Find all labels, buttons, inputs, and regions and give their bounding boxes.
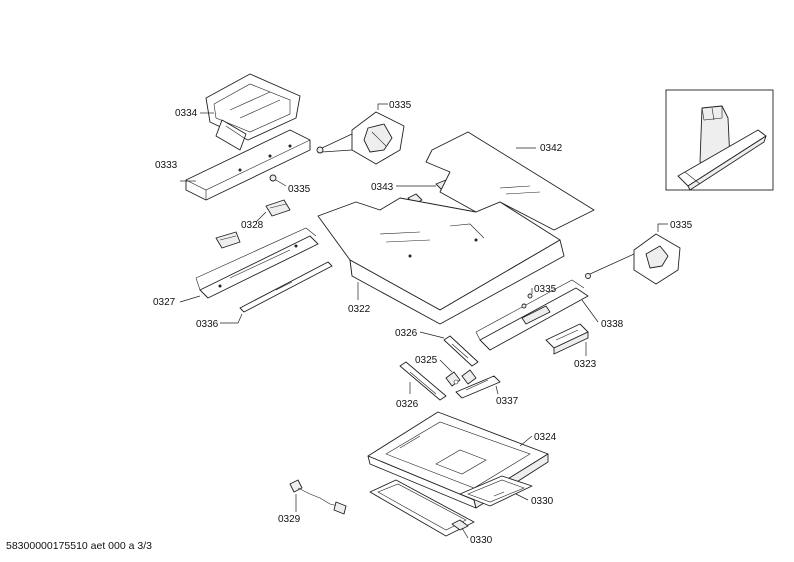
- part-0330-filter-right: [459, 475, 533, 507]
- part-0337-bracket: [455, 375, 501, 399]
- part-0335-clip-assembly-right: [585, 233, 681, 285]
- part-0327-mounting-rail: [195, 227, 319, 299]
- callout-0336: 0336: [196, 319, 219, 330]
- leader-0330-right: [515, 493, 529, 501]
- leader-0328: [255, 211, 267, 223]
- part-0336-rod: [239, 261, 333, 313]
- part-0325-clips: [445, 369, 477, 387]
- callout-0326-bottom: 0326: [396, 399, 419, 410]
- callout-0335-right: 0335: [670, 220, 693, 231]
- callout-0335-lower: 0335: [534, 284, 557, 295]
- callout-0322: 0322: [348, 304, 371, 315]
- part-0330-filter-bottom: [369, 479, 475, 537]
- leader-0330-bottom: [461, 527, 469, 539]
- leader-0335-right: [657, 223, 668, 232]
- callout-0333: 0333: [155, 160, 178, 171]
- leader-0335-top: [377, 103, 388, 110]
- callout-0328: 0328: [241, 220, 264, 231]
- callout-0343: 0343: [371, 182, 394, 193]
- part-0328-lamp-holders: [215, 199, 291, 249]
- leader-0337: [495, 385, 499, 395]
- part-0326-strip-top: [443, 335, 479, 367]
- drawing-id-footer: 58300000175510 aet 000 a 3/3: [6, 540, 152, 552]
- leader-0326-top: [419, 331, 445, 339]
- callout-0337: 0337: [496, 396, 519, 407]
- callout-0327: 0327: [153, 297, 176, 308]
- part-0333-duct-housing: [185, 129, 311, 201]
- leader-0324: [519, 435, 533, 447]
- part-0322-canopy: [317, 197, 565, 325]
- part-0323-switch-block: [545, 323, 589, 355]
- part-0335-screw-mid: [269, 174, 277, 182]
- part-0329-cable: [289, 479, 347, 515]
- leader-0327: [179, 295, 201, 303]
- callout-0338: 0338: [601, 319, 624, 330]
- callout-0326-top: 0326: [395, 328, 418, 339]
- callout-0325: 0325: [415, 355, 438, 366]
- part-0335-clip-assembly-top: [316, 111, 405, 165]
- callout-0324: 0324: [534, 432, 557, 443]
- leader-0338: [581, 299, 599, 323]
- leader-0335-mid: [275, 179, 287, 187]
- callout-0335-top: 0335: [389, 100, 412, 111]
- callout-0334: 0334: [175, 108, 198, 119]
- part-0334-filter-cage: [205, 73, 301, 151]
- callout-0329: 0329: [278, 514, 301, 525]
- callout-0342: 0342: [540, 143, 563, 154]
- inset-overview: [665, 89, 774, 191]
- part-0338-side-rail: [475, 279, 589, 351]
- callout-0335-mid: 0335: [288, 184, 311, 195]
- leader-0336: [220, 313, 243, 324]
- leader-0325: [439, 359, 453, 373]
- part-0326-strip-bottom: [399, 361, 447, 401]
- callout-0330-bottom: 0330: [470, 535, 493, 546]
- callout-0323: 0323: [574, 359, 597, 370]
- callout-0330-right: 0330: [531, 496, 554, 507]
